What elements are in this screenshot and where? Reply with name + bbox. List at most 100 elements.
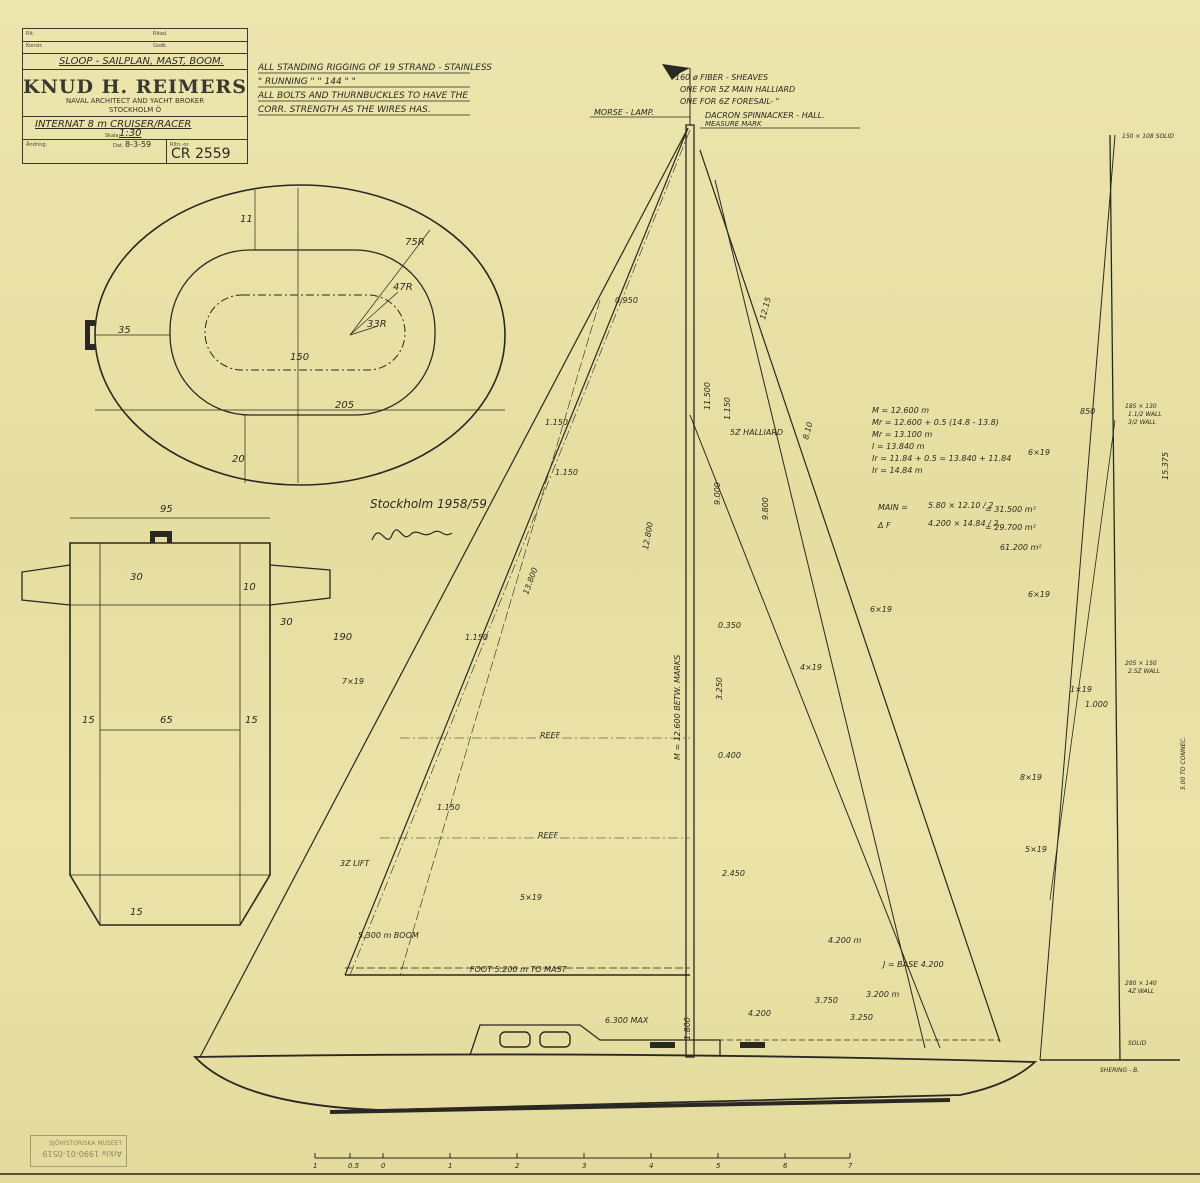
scale-tick-label: 6 [783,1162,788,1170]
scale-tick-label: 2 [515,1162,520,1170]
spar-label: 185 × 130 [1125,403,1157,410]
scale-tick-label: 3 [582,1162,586,1170]
calc-line: I = 13.840 m [872,442,925,451]
dim-label: 2.450 [722,869,745,878]
scale-tick-label: 0 [381,1162,386,1170]
dim-label: 8.10 [801,421,814,441]
batten-label: 1.150 [437,803,460,812]
rig-labels: 7×19 6×19 4×19 5×19 8×19 6×19 6×19 5×19 … [340,133,1187,1074]
j-base-label: J = BASE 4.200 [881,960,944,969]
dim-label: 850 [1080,407,1095,416]
calc-main-result: = 31.500 m² [985,505,1037,514]
spar-label: 205 × 150 [1125,660,1157,667]
boat-class: INTERNAT 8 m CRUISER/RACER [35,119,192,130]
spar-label: 2.5Z WALL [1128,668,1160,675]
dim-label: 3.250 [715,677,724,700]
dim-label: 15 [82,715,95,726]
dim-label: 0.400 [718,751,741,760]
dim-label: 0.350 [718,621,741,630]
signature-note: Stockholm 1958/59 [370,497,487,511]
firm-city: STOCKHOLM Ö [108,106,162,114]
sailplan-elevation [192,64,1180,1114]
scale-bar: 1 0.5 0 1 2 3 4 5 6 7 [0,1153,1200,1175]
dim-label: 30 [130,572,143,583]
reef-label: REEF [540,731,561,740]
spar-label: 4Z WALL [1128,988,1154,995]
dim-label: 150 [290,352,309,363]
scale-tick-label: 5 [716,1162,721,1170]
dim-label: 30 [280,617,293,628]
stay-label: 8×19 [1020,773,1042,782]
note-line: ALL BOLTS AND THURNBUCKLES TO HAVE THE [257,91,468,101]
dim-label: 35 [118,325,131,336]
stay-label: 4×19 [800,663,822,672]
scale-tick-label: 1 [313,1162,317,1170]
scale-tick-label: 1 [448,1162,452,1170]
dim-label: 20 [232,454,245,465]
stamp-line: Arkiv 1990-01-0519 [42,1149,122,1158]
scale-label: Skala: [105,133,121,139]
field-konstr: Konstr. [26,43,44,49]
dim-label: 3.250 [850,1013,873,1022]
halliard-label: 5Z HALLIARD [730,428,783,437]
foot-label: FOOT 5.200 m TO MAST [470,965,568,974]
masthead-note: DACRON SPINNACKER - HALL. [705,111,825,120]
date-value: 8-3-59 [125,140,152,149]
dim-label: 11 [240,214,253,225]
field-godk: Godk. [153,43,168,49]
stamp-line: SJÖHISTORISKA MUSEET [49,1140,122,1147]
note-line: CORR. STRENGTH AS THE WIRES HAS. [258,105,431,115]
note-line: " RUNNING " " 144 " " [258,77,356,87]
andring-label: Ändring. [26,142,48,148]
spar-label: SHERING - B. [1100,1067,1139,1074]
masthead-note: MORSE - LAMP. [594,108,654,117]
ritn-label: Ritn.-nr. [170,142,190,148]
stay-label: 5×19 [520,893,542,902]
dim-label: 9.000 [713,482,722,505]
dim-label: 1.800 [683,1017,692,1040]
dim-label: 12.15 [758,296,773,320]
dim-label: 9.800 [761,497,770,520]
stay-label: 6×19 [1028,448,1050,457]
reef-label: REEF [538,831,559,840]
masthead-note: ONE FOR 6Z FORESAIL- " [680,97,779,106]
batten-label: 1.150 [465,633,488,642]
spar-label: 280 × 140 [1125,980,1157,987]
dim-label: 75R [405,237,425,248]
firm-subtitle: NAVAL ARCHITECT AND YACHT BROKER [65,97,205,105]
stay-label: 6×19 [1028,590,1050,599]
archive-stamp: SJÖHISTORISKA MUSEET Arkiv 1990-01-0519 [30,1135,127,1167]
spar-label: 3/2 WALL [1128,419,1156,426]
dim-label: 11.500 [703,382,712,410]
calc-fore-formula: 4.200 × 14.84 / 2 [928,519,998,528]
calc-main-formula: 5.80 × 12.10 / 2 [928,501,993,510]
calc-main-label: MAIN = [878,503,908,512]
drawing-number: CR 2559 [171,146,231,162]
scale-tick-label: 7 [848,1162,853,1170]
dim-label: 33R [367,319,387,330]
sail-area-calcs: M = 12.600 m Mr = 12.600 + 0.5 (14.8 - 1… [872,406,1042,552]
scale-tick-label: 4 [649,1162,653,1170]
dim-label: 65 [160,715,173,726]
max-label: 6.300 MAX [605,1016,649,1025]
calc-line: Mr = 13.100 m [872,430,933,439]
calc-line: Ir = 14.84 m [872,466,923,475]
batten-label: 1.150 [555,468,578,477]
dim-label: 95 [160,504,173,515]
dim-label: 4.200 m [828,936,861,945]
dim-label: 3.750 [815,996,838,1005]
dim-label: 1.150 [723,397,732,420]
field-rit: Rit. [26,31,35,37]
dim-label: 13.800 [521,566,539,595]
calc-line: Mr = 12.600 + 0.5 (14.8 - 13.8) [872,418,999,427]
dim-label: 3.200 m [866,990,899,999]
calc-line: Ir = 11.84 + 0.5 = 13.840 + 11.84 [872,454,1011,463]
drawing-title: SLOOP - SAILPLAN, MAST, BOOM. [59,56,224,67]
spar-label: 5.00 TO CONNEC. [1180,737,1187,790]
masthead-note: 160 ø FIBER - SHEAVES [675,73,768,82]
mast-section-view: 11 75R 47R 33R 35 150 205 20 [85,184,506,486]
batten-label: 1.150 [545,418,568,427]
stay-label: 7×19 [342,677,364,686]
scale-tick-label: 0.5 [348,1162,360,1170]
batten-label: 0.950 [615,296,638,305]
